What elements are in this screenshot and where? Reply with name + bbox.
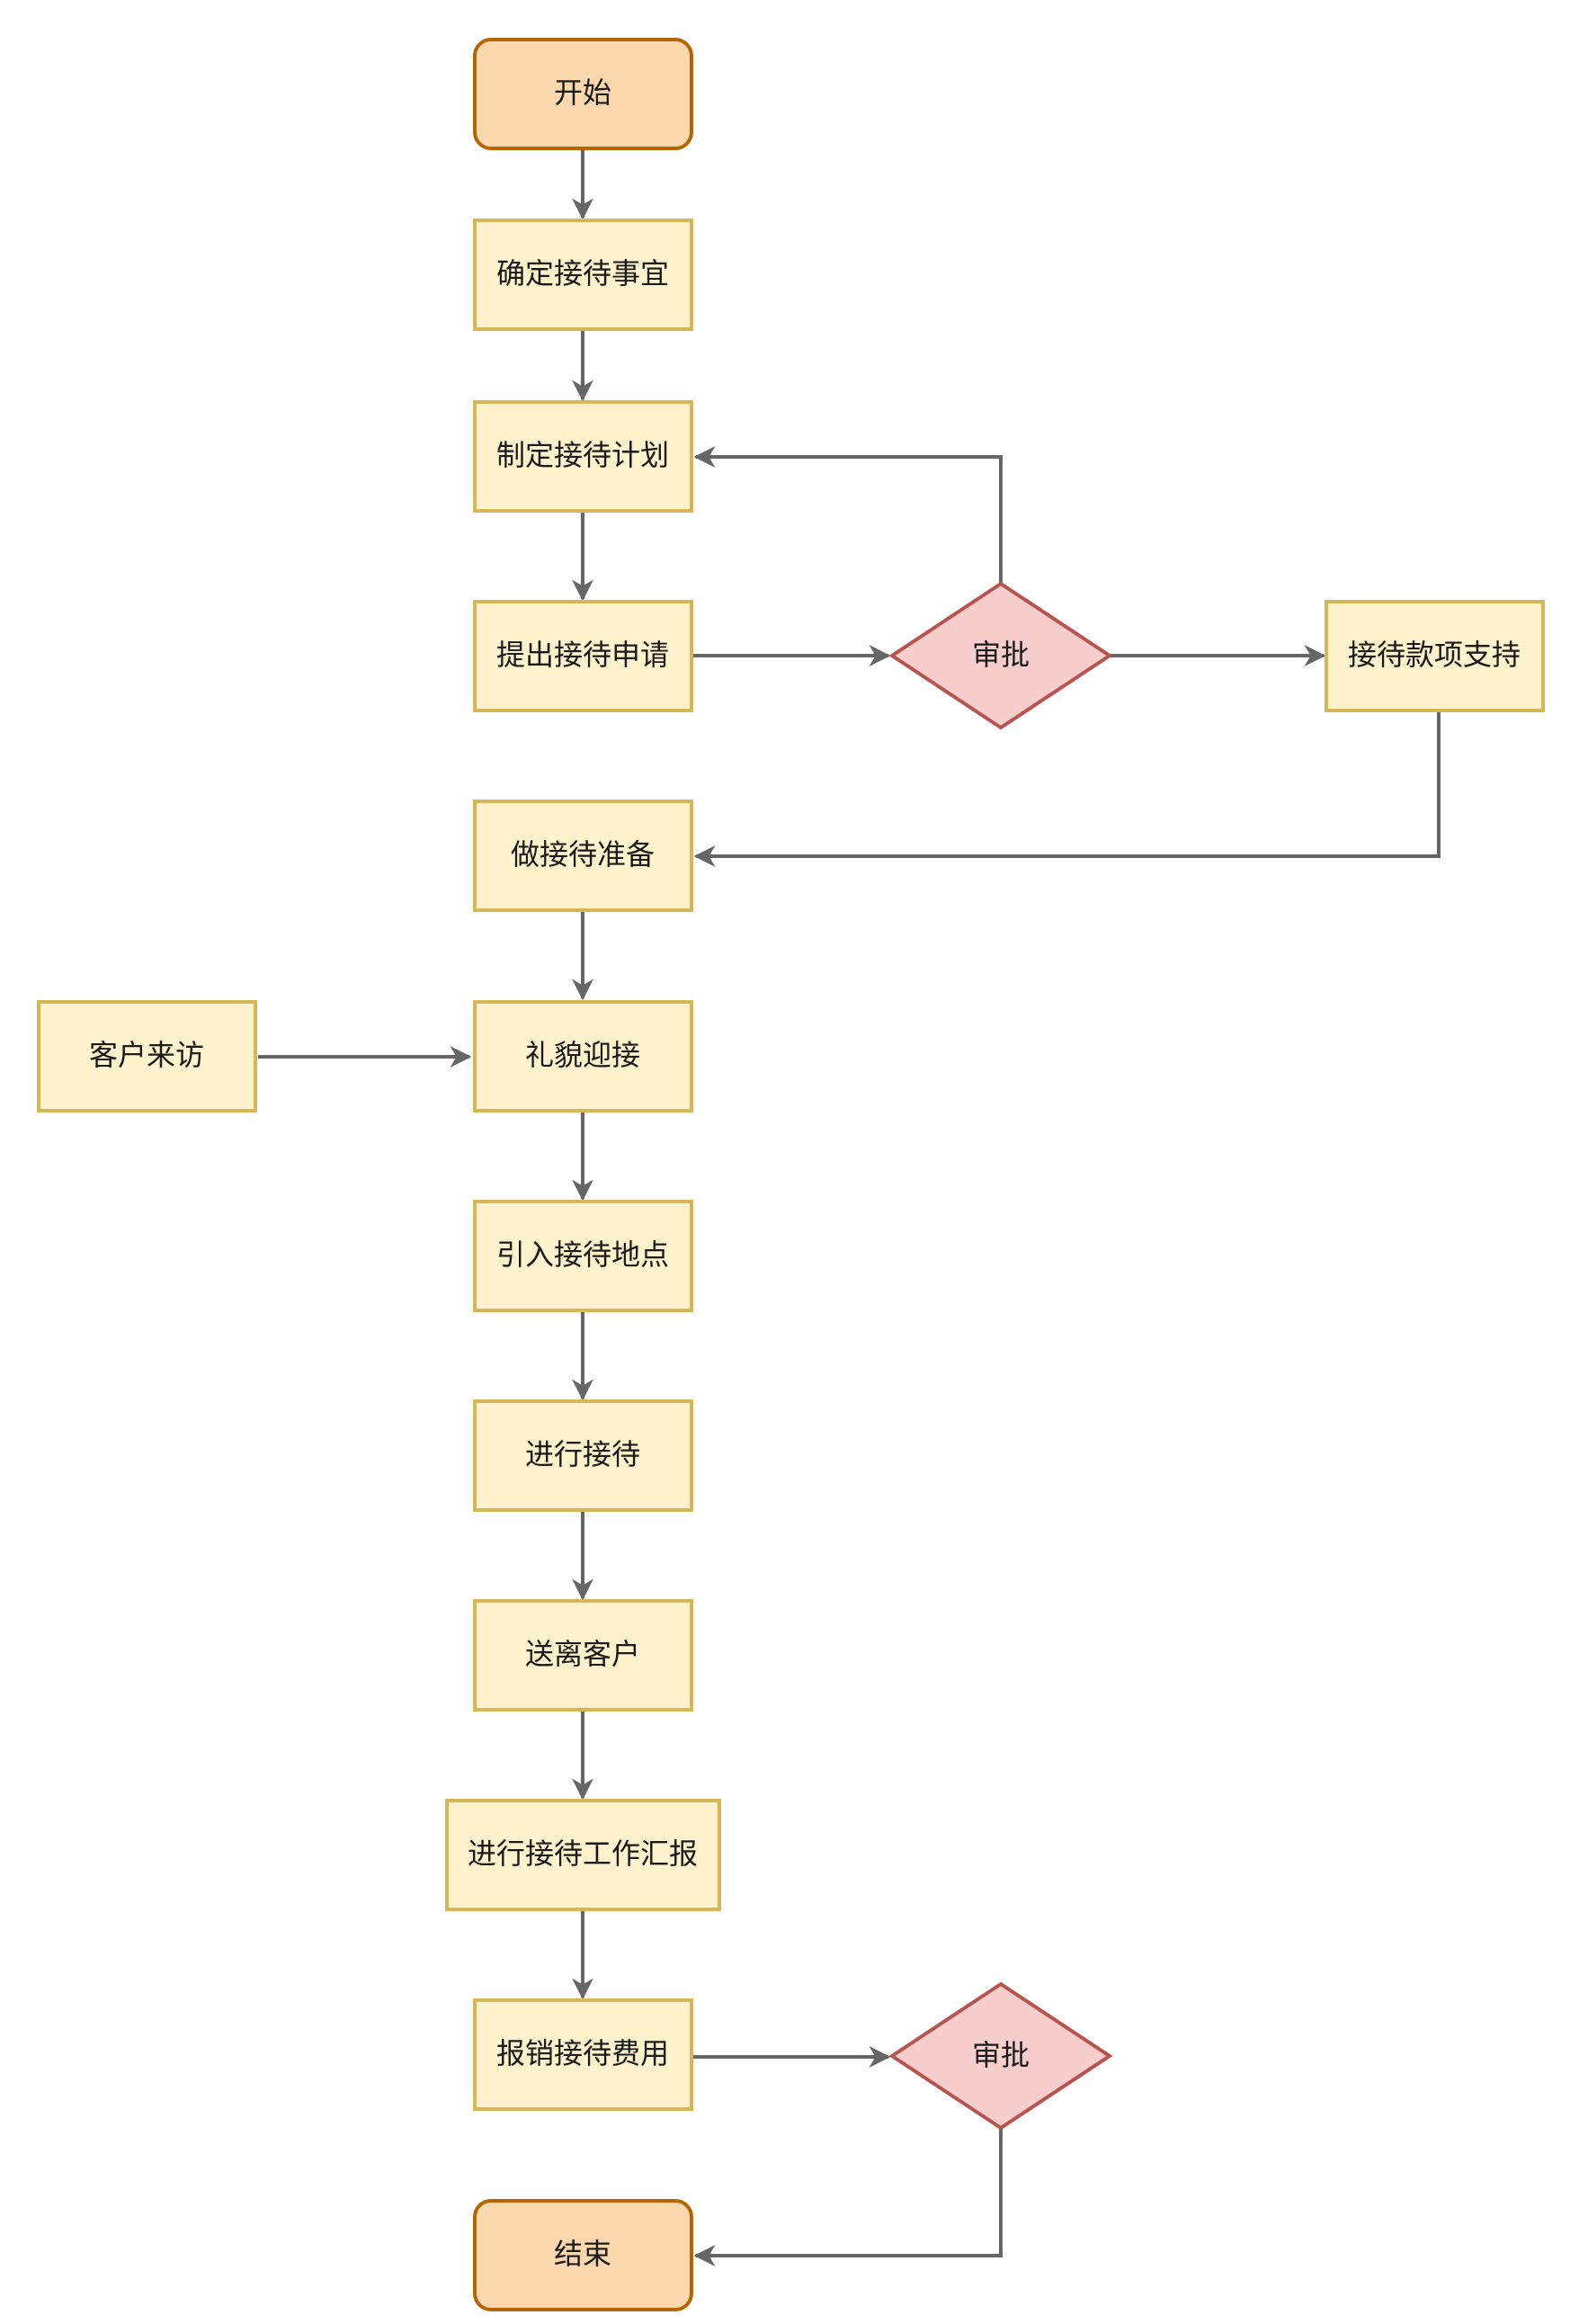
process-shape [473,1000,693,1113]
send-off-label: 送离客户 [525,1637,640,1671]
start-node: 开始 [473,38,693,150]
customer-visit-label: 客户来访 [89,1038,204,1072]
process-shape [473,800,693,912]
greet-label: 礼貌迎接 [525,1038,640,1072]
prepare-label: 做接待准备 [511,837,655,872]
report-label: 进行接待工作汇报 [468,1837,698,1871]
confirm-matters-label: 确定接待事宜 [496,256,669,290]
process-shape [473,1399,693,1512]
terminal-shape [473,2199,693,2311]
process-shape [473,1200,693,1312]
make-plan-node: 制定接待计划 [473,400,693,513]
end-node: 结束 [473,2199,693,2311]
decision-shape [888,581,1113,730]
submit-application-label: 提出接待申请 [496,638,669,672]
customer-visit-node: 客户来访 [37,1000,257,1113]
report-node: 进行接待工作汇报 [445,1799,721,1911]
reimburse-node: 报销接待费用 [473,1998,693,2111]
process-shape [473,219,693,331]
confirm-matters-node: 确定接待事宜 [473,219,693,331]
approval-decision-2: 审批 [888,1981,1113,2131]
edge-approve1-back-to-plan [693,446,1003,583]
edge-funds-to-prepare [693,712,1441,867]
edge-approve2-to-end [693,2128,1003,2266]
make-plan-label: 制定接待计划 [496,438,669,472]
process-shape [473,1998,693,2111]
guide-to-venue-label: 引入接待地点 [496,1238,669,1272]
edges [258,150,1441,2266]
process-shape [1325,600,1545,712]
process-shape [473,400,693,513]
decision-shape [888,1981,1113,2131]
funds-support-label: 接待款项支持 [1348,638,1521,672]
submit-application-node: 提出接待申请 [473,600,693,712]
terminal-shape [473,38,693,150]
greet-node: 礼貌迎接 [473,1000,693,1113]
end-label: 结束 [554,2237,611,2271]
process-shape [473,600,693,712]
process-shape [37,1000,257,1113]
conduct-reception-node: 进行接待 [473,1399,693,1512]
process-shape [473,1599,693,1712]
nodes: 开始 确定接待事宜 制定接待计划 提出接待申请 审批 接待款项支持 [37,38,1545,2311]
start-label: 开始 [554,76,611,110]
prepare-node: 做接待准备 [473,800,693,912]
conduct-reception-label: 进行接待 [525,1437,640,1471]
reimburse-label: 报销接待费用 [496,2036,669,2070]
approval-decision-1: 审批 [888,581,1113,730]
funds-support-node: 接待款项支持 [1325,600,1545,712]
send-off-node: 送离客户 [473,1599,693,1712]
approval-2-label: 审批 [972,2038,1030,2072]
guide-to-venue-node: 引入接待地点 [473,1200,693,1312]
approval-1-label: 审批 [972,638,1030,672]
process-shape [445,1799,721,1911]
